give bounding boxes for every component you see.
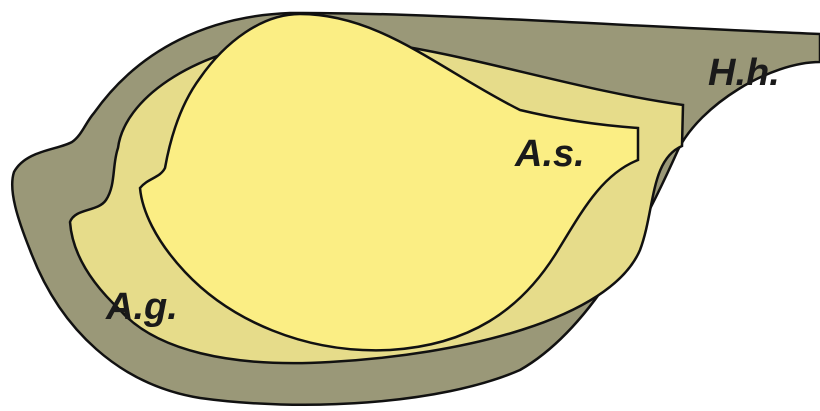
label-inner-as: A.s. <box>514 133 585 175</box>
label-outer-hh: H.h. <box>708 52 780 94</box>
label-middle-ag: A.g. <box>105 286 178 328</box>
